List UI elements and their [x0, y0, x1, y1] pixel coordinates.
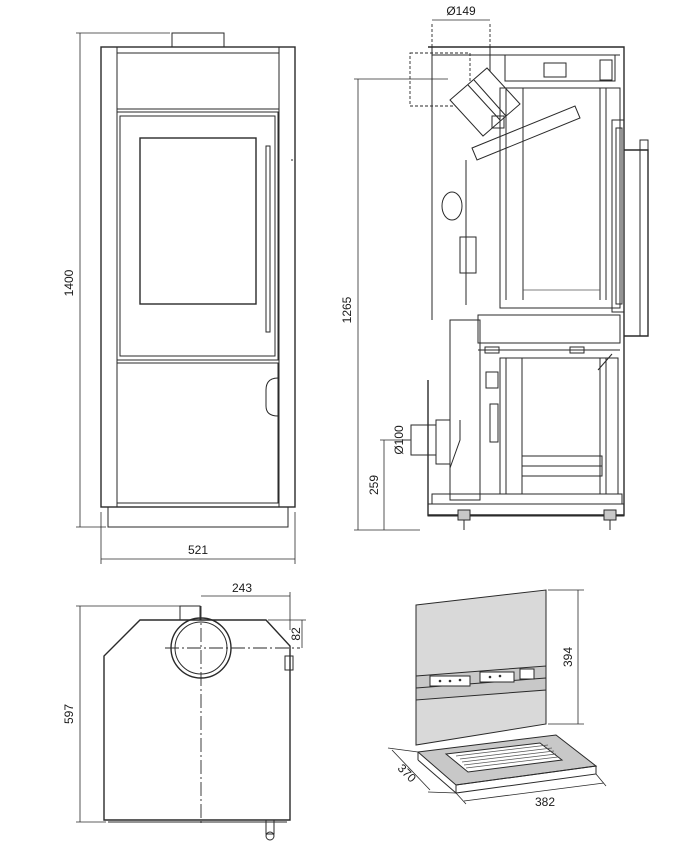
dim-accessory-width: 382	[535, 795, 555, 809]
dim-side-height: 1265	[340, 296, 354, 323]
side-handle	[624, 149, 649, 337]
dim-top-depth-offset: 82	[289, 627, 303, 641]
front-view: 1400 521	[62, 32, 296, 564]
side-body	[427, 46, 625, 516]
dim-top-outlet-diameter: Ø149	[446, 4, 476, 18]
side-firebox	[499, 87, 621, 309]
dim-accessory-depth: 370	[395, 761, 419, 785]
front-lower-door	[116, 362, 279, 504]
dim-front-height: 1400	[62, 269, 76, 296]
front-door	[116, 111, 279, 361]
top-outline	[103, 619, 291, 821]
front-flue-collar	[171, 32, 225, 48]
dim-front-width: 521	[188, 543, 208, 557]
side-flue-connector	[449, 67, 581, 161]
front-glass	[139, 137, 257, 305]
top-view: 243 82 597	[62, 581, 306, 841]
front-plinth	[107, 506, 289, 528]
side-grate	[477, 314, 621, 344]
dim-top-depth: 597	[62, 704, 76, 724]
side-base	[431, 493, 623, 505]
dim-accessory-height: 394	[561, 647, 575, 667]
accessory-view: 394 370 382	[387, 589, 607, 809]
side-view: Ø149 1265 Ø100 259	[340, 4, 649, 531]
dim-top-offset: 243	[232, 581, 252, 595]
dim-rear-outlet-height: 259	[367, 475, 381, 495]
